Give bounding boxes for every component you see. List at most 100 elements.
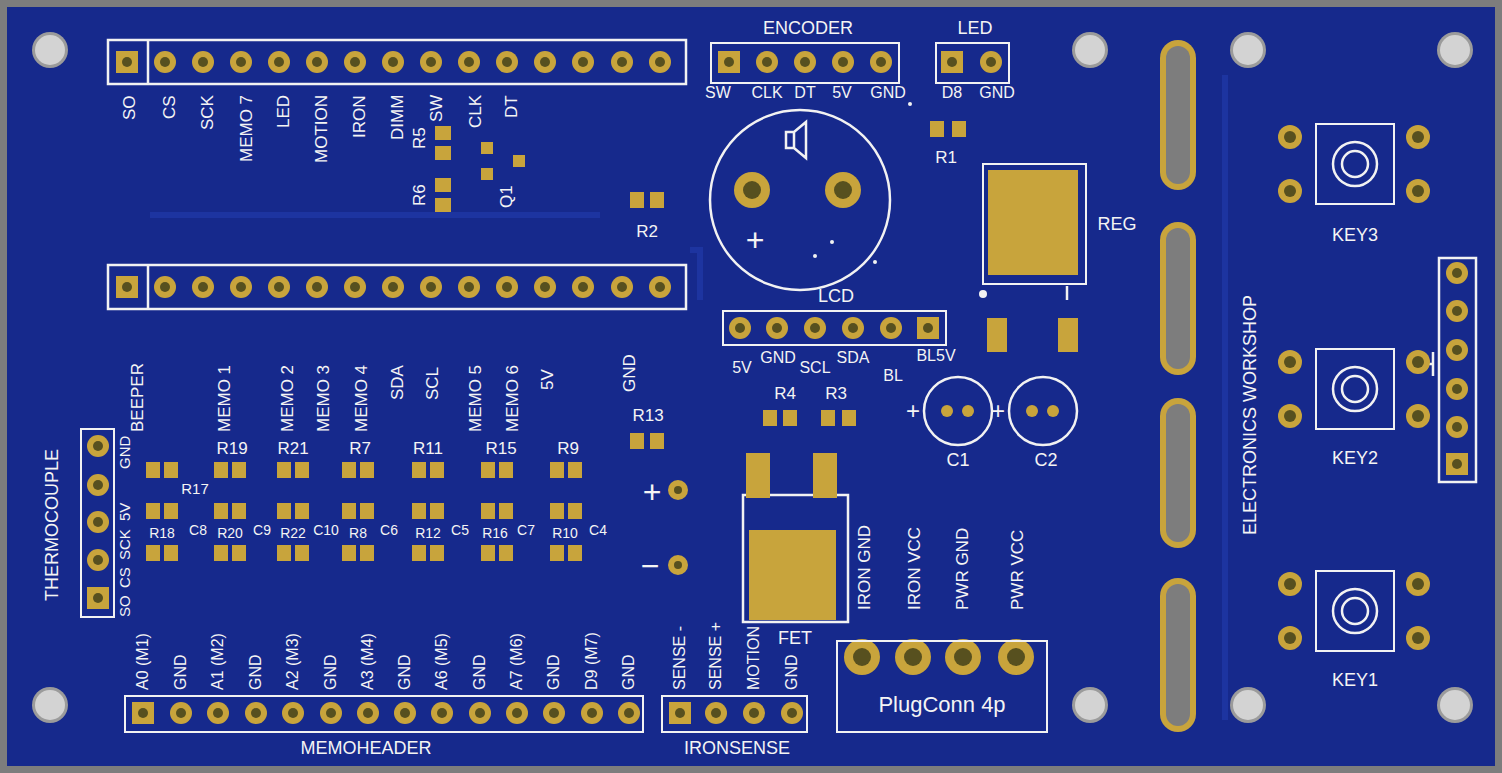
speaker-symbol [786, 122, 806, 158]
reg-mark [1066, 286, 1069, 300]
pin-pad [87, 549, 109, 571]
via-dot [830, 240, 834, 244]
pin-pad [941, 51, 963, 73]
board-ground [7, 7, 1495, 766]
silkscreen-label: − [641, 548, 660, 585]
header-outline [108, 40, 686, 84]
silkscreen-label: R8 [349, 525, 367, 541]
silkscreen-label: SENSE - [671, 626, 689, 690]
buzzer-pad [734, 172, 770, 208]
smd-pad [360, 545, 374, 561]
smd-pad [650, 433, 664, 449]
smd-pad [783, 410, 797, 426]
smd-pad [568, 503, 582, 519]
key-pad [1278, 179, 1302, 203]
silkscreen-label: GND [116, 435, 133, 468]
header-divider [147, 265, 150, 309]
silkscreen-label: MOTION [745, 626, 763, 690]
pin-pad [245, 702, 267, 724]
silkscreen-label: IRON VCC [905, 527, 925, 610]
silkscreen-label: C8 [189, 522, 207, 538]
mounting-hole [1437, 687, 1473, 723]
smd-pad [481, 462, 495, 478]
silkscreen-label: R20 [217, 525, 243, 541]
silkscreen-label: R16 [482, 525, 508, 541]
pin-pad [649, 276, 671, 298]
slot-hole [1166, 584, 1190, 726]
smd-pad [763, 410, 777, 426]
pin-pad [87, 435, 109, 457]
smd-pad [412, 462, 426, 478]
fet-pad [746, 453, 770, 498]
slot [1160, 222, 1196, 375]
component-outline: KEY1 [1315, 570, 1395, 652]
smd-pad [568, 462, 582, 478]
smd-pad [481, 503, 495, 519]
header-outline [1439, 258, 1476, 482]
smd-pad [430, 503, 444, 519]
silkscreen-label: MEMO 2 [278, 365, 298, 432]
mounting-hole [1230, 687, 1266, 723]
pin-pad [611, 51, 633, 73]
buzzer-pad [825, 172, 861, 208]
pin-pad [154, 276, 176, 298]
pin-pad [192, 51, 214, 73]
part-label: PlugConn 4p [878, 692, 1005, 717]
pin-pad [458, 276, 480, 298]
pin-pad [282, 702, 304, 724]
silkscreen-label: R7 [349, 439, 371, 459]
smd-pad [164, 503, 178, 519]
pin-pad [344, 51, 366, 73]
smd-pad [295, 503, 309, 519]
sense-pad [668, 480, 688, 500]
pin-pad [382, 276, 404, 298]
silkscreen-label: A3 (M4) [359, 633, 377, 690]
capacitor-pad [962, 405, 974, 417]
smd-pad [360, 503, 374, 519]
pin-pad [116, 276, 138, 298]
fet-pad [813, 453, 837, 498]
silkscreen-label: MEMO 7 [237, 95, 257, 162]
silkscreen-label: SENSE + [707, 622, 725, 690]
smd-pad [499, 503, 513, 519]
silkscreen-label: GND [783, 654, 801, 690]
pin-pad [306, 276, 328, 298]
mounting-hole [32, 687, 68, 723]
silkscreen-label: 5V [832, 84, 852, 102]
smd-pad [430, 462, 444, 478]
silkscreen-label: R10 [552, 525, 578, 541]
silkscreen-label: GND [620, 354, 640, 392]
silkscreen-label: R21 [277, 439, 308, 459]
silkscreen-label: MEMO 1 [215, 365, 235, 432]
slot [1160, 398, 1196, 548]
smd-pad [214, 545, 228, 561]
silkscreen-label: Q1 [497, 186, 517, 209]
via-dot [908, 102, 912, 106]
silkscreen-label: + [906, 397, 920, 425]
pin-pad [572, 51, 594, 73]
smd-pad [499, 545, 513, 561]
pin-pad [534, 51, 556, 73]
silkscreen-label: GND [545, 654, 563, 690]
pin-pad [496, 51, 518, 73]
silkscreen-label: A6 (M5) [433, 633, 451, 690]
pin-pad [832, 51, 854, 73]
key-button [1333, 142, 1377, 186]
key-pad [1278, 125, 1302, 149]
pin-pad [1446, 300, 1468, 322]
slot [1160, 40, 1196, 190]
pin-pad [804, 317, 826, 339]
key-pad [1406, 626, 1430, 650]
smd-pad [146, 545, 160, 561]
part-label: IRONSENSE [684, 738, 790, 759]
key-pad [1406, 572, 1430, 596]
silkscreen-label: DT [794, 84, 815, 102]
silkscreen-label: C5 [451, 522, 469, 538]
silkscreen-label: CS [160, 95, 180, 119]
fet-outline [743, 495, 848, 622]
pin-pad [756, 51, 778, 73]
silkscreen-label: R15 [485, 439, 516, 459]
silkscreen-label: + [746, 222, 765, 259]
slot-hole [1166, 46, 1190, 184]
silkscreen-label: 5V [732, 359, 752, 377]
